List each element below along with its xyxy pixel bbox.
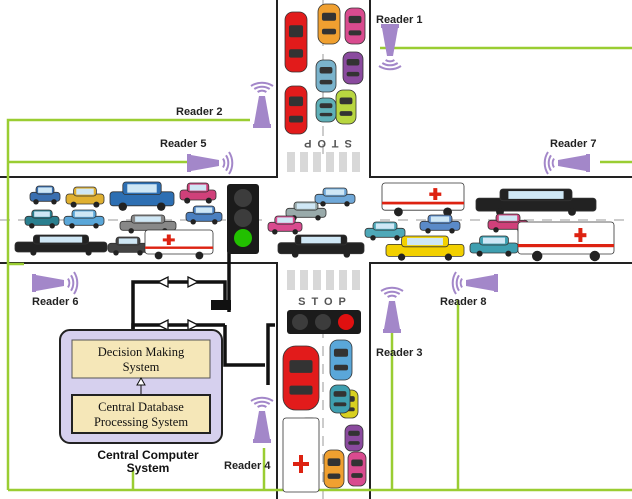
reader-4-label: Reader 4 (224, 460, 271, 472)
wire-network (6, 46, 632, 492)
limo-black-center (277, 234, 365, 258)
database-box (71, 394, 211, 434)
car-blue-l3 (185, 205, 223, 225)
decision-line-2: System (122, 360, 160, 374)
stop-text-bottom: STOP (298, 296, 352, 308)
ccs-line-1: Central Computer (97, 448, 199, 462)
reader-4-antenna (250, 396, 274, 443)
reader-2-antenna (250, 81, 274, 128)
central-computer-title: Central Computer System (68, 449, 228, 475)
reader-2-label: Reader 2 (176, 106, 223, 118)
crosswalk-bottom (287, 270, 360, 290)
car-teal-r2 (469, 235, 519, 257)
car-pink-r (487, 213, 529, 233)
reader-1-antenna (378, 24, 402, 71)
rfid-readers (32, 24, 590, 443)
car-pink-top (344, 7, 366, 45)
reader-3-antenna (380, 286, 404, 333)
car-purple-b (344, 424, 364, 452)
car-red-top-2 (284, 85, 308, 135)
car-dark-l (107, 236, 149, 256)
car-teal-r (364, 221, 406, 241)
database-line-2: Processing System (93, 415, 189, 429)
reader-3-label: Reader 3 (376, 347, 423, 359)
decision-making-label: Decision Making System (72, 345, 210, 375)
car-pink-center (267, 215, 303, 235)
reader-8-label: Reader 8 (440, 296, 487, 308)
car-blue-l1 (29, 185, 61, 205)
car-red-top-1 (284, 11, 308, 73)
database-line-1: Central Database (98, 400, 184, 414)
car-purple-top (342, 51, 364, 85)
car-yellow-top (335, 89, 357, 125)
car-yellow-r (385, 235, 465, 261)
ambulance-bottom (282, 417, 320, 493)
car-orange-top (317, 3, 341, 45)
car-teal-l (24, 209, 60, 229)
stop-text-top: STOP (298, 137, 352, 149)
car-pink-l (179, 182, 217, 204)
ambulance-right-1 (381, 182, 465, 217)
arrow-connectors (156, 275, 200, 332)
ccs-line-2: System (126, 461, 170, 475)
reader-6-antenna (32, 271, 79, 295)
ambulance-right-2 (517, 221, 615, 262)
reader-7-label: Reader 7 (550, 138, 597, 150)
reader-7-antenna (543, 151, 590, 175)
car-gray-l (119, 214, 177, 234)
car-blue-top (315, 59, 337, 93)
reader-1-label: Reader 1 (376, 14, 423, 26)
car-teal-b (329, 384, 351, 414)
reader-5-antenna (187, 151, 234, 175)
car-blue-l2 (63, 209, 105, 229)
up-arrow (136, 376, 146, 394)
car-orange-b (323, 449, 345, 489)
car-blue-b1 (329, 339, 353, 381)
reader-5-label: Reader 5 (160, 138, 207, 150)
car-blue-r (419, 214, 461, 234)
database-label: Central Database Processing System (72, 400, 210, 430)
bus-blue-l (109, 181, 175, 211)
limo-black-l (14, 234, 108, 256)
car-red-bottom (282, 345, 320, 411)
traffic-light-red (287, 310, 361, 334)
decision-line-1: Decision Making (97, 345, 185, 359)
reader-8-antenna (451, 271, 498, 295)
reader-6-label: Reader 6 (32, 296, 79, 308)
car-blue-center (314, 187, 356, 207)
car-yellow-l (65, 186, 105, 208)
car-teal-top (315, 97, 337, 123)
vehicles (14, 3, 615, 493)
traffic-light-green (211, 184, 259, 310)
ambulance-left (144, 229, 214, 260)
crosswalk-top (287, 152, 360, 172)
car-pink-b (347, 451, 367, 487)
